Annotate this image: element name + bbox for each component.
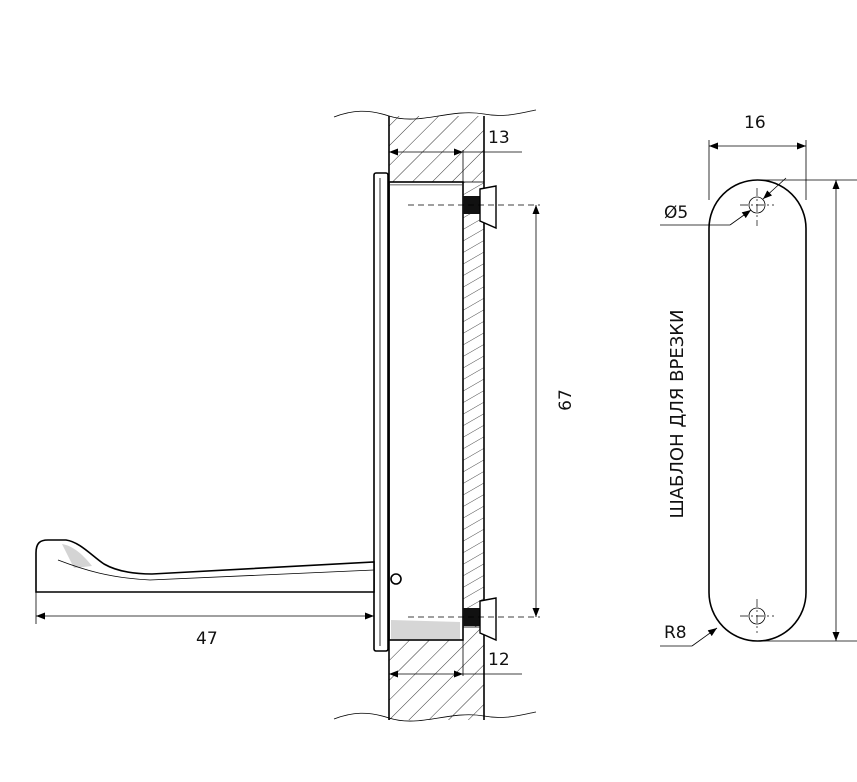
template-view: 16 Ø5 R8 76 ШАБЛОН ДЛЯ ВРЕЗКИ (660, 113, 857, 647)
template-outline (708, 179, 807, 642)
dim-radius-label: R8 (664, 623, 687, 643)
dim-76: 76 (757, 179, 857, 642)
dim-76-label: 76 (853, 394, 857, 416)
dim-47-label: 47 (196, 629, 218, 649)
template-label: ШАБЛОН ДЛЯ ВРЕЗКИ (667, 309, 688, 518)
dim-13-label: 13 (488, 128, 510, 148)
dim-16: 16 (708, 113, 807, 200)
dim-hole-diameter: Ø5 (660, 177, 787, 226)
pin-circle (390, 573, 402, 585)
hole-bottom (740, 599, 774, 633)
dim-16-label: 16 (744, 113, 766, 133)
dim-12: 12 (389, 640, 522, 678)
dim-radius: R8 (660, 623, 718, 647)
dim-12-label: 12 (488, 650, 510, 670)
dim-13: 13 (389, 128, 522, 182)
dim-67-label: 67 (556, 389, 576, 411)
dim-47: 47 (35, 592, 375, 649)
door-section (333, 109, 537, 722)
dim-hole-diameter-label: Ø5 (664, 203, 688, 223)
rosette-plate (373, 172, 389, 652)
dim-67: 67 (408, 204, 576, 618)
hole-top (740, 188, 774, 226)
side-view: 13 12 67 47 (35, 109, 576, 722)
hook (35, 539, 375, 593)
